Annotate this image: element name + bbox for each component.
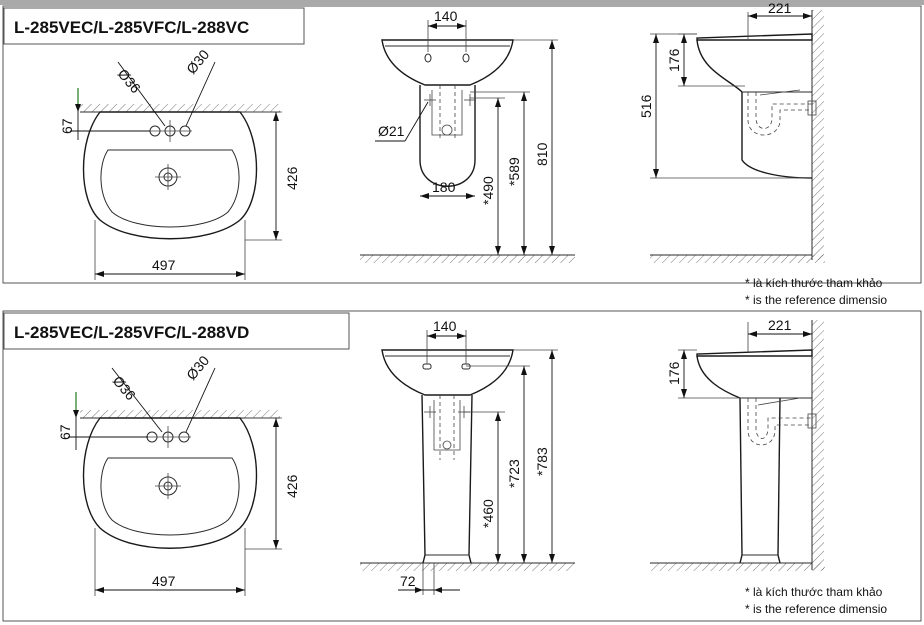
side-view-bottom: 221 176	[650, 317, 825, 571]
dim-hole-30-top: Ø30	[183, 46, 212, 77]
dim-176-bottom: 176	[666, 361, 682, 385]
panel-top-title: L-285VEC/L-285VFC/L-288VC	[14, 18, 249, 37]
plan-view-top: Ø36 Ø30 67 426 497	[59, 46, 300, 280]
side-view-top: 221 176 516	[638, 0, 825, 263]
front-view-bottom: 140 72 *460 *723 *783	[360, 318, 575, 595]
dim-180-top: 180	[432, 179, 456, 195]
dim-497-top: 497	[152, 257, 176, 273]
dim-783-bottom: *783	[534, 447, 550, 476]
dim-140-bottom: 140	[433, 318, 457, 334]
front-view-top: 140 Ø21 180 *490 *589 810	[360, 8, 575, 263]
panel-top: L-285VEC/L-285VFC/L-288VC Ø36	[3, 0, 887, 307]
dim-460-bottom: *460	[480, 499, 496, 528]
dim-426-bottom: 426	[284, 474, 300, 498]
note-en-top: * is the reference dimensio	[745, 293, 887, 307]
note-en-bottom: * is the reference dimensio	[745, 602, 887, 616]
dim-221-top: 221	[768, 0, 792, 16]
panel-top-title-box	[3, 7, 305, 45]
dim-810-top: 810	[534, 142, 550, 166]
plan-view-bottom: Ø36 Ø30 67 426 497	[57, 352, 300, 596]
dim-497-bottom: 497	[152, 573, 176, 589]
note-vi-bottom: * là kích thước tham khảo	[745, 585, 883, 599]
dim-67-top: 67	[59, 118, 75, 134]
dim-221-bottom: 221	[768, 317, 792, 333]
dim-140-top: 140	[434, 8, 458, 24]
dim-hole-36-bottom: Ø36	[110, 373, 139, 404]
panel-top-frame	[2, 5, 922, 284]
dim-589-top: *589	[506, 157, 522, 186]
dim-hole-21-top: Ø21	[378, 123, 405, 139]
panel-bottom-title-box	[3, 312, 350, 350]
dim-176-top: 176	[666, 48, 682, 72]
panel-bottom: L-285VEC/L-285VFC/L-288VD Ø36 Ø30 67	[3, 312, 887, 616]
dim-723-bottom: *723	[506, 459, 522, 488]
panel-bottom-frame	[2, 310, 922, 622]
dim-490-top: *490	[480, 176, 496, 205]
dim-67-bottom: 67	[57, 424, 73, 440]
dim-hole-30-bottom: Ø30	[183, 352, 212, 383]
dim-72-bottom: 72	[400, 573, 416, 589]
note-vi-top: * là kích thước tham khảo	[745, 276, 883, 290]
panel-bottom-title: L-285VEC/L-285VFC/L-288VD	[14, 323, 249, 342]
dim-426-top: 426	[284, 166, 300, 190]
dim-516-top: 516	[638, 94, 654, 118]
